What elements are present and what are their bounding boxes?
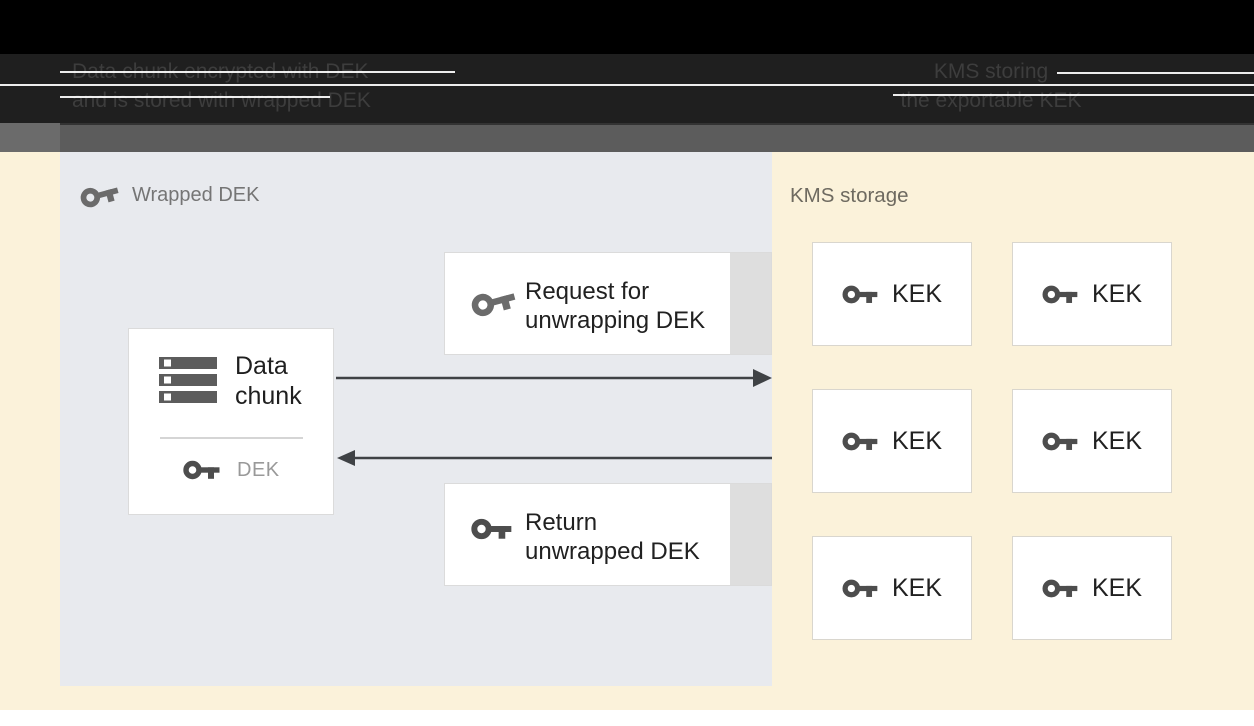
return-label-line2: unwrapped DEK [525,538,700,565]
kek-box: KEK [1012,536,1172,640]
artifact-line [893,94,1254,96]
key-icon [842,285,878,303]
request-arrow [336,369,772,387]
request-unwrap-box: Request for unwrapping DEK [444,252,772,355]
data-chunk-label-line1: Data [235,352,288,380]
wrapped-dek-panel: Wrapped DEK Data chunk [60,152,772,686]
kek-label: KEK [891,279,943,308]
return-label: Return unwrapped DEK [525,508,700,566]
wrapped-dek-header: Wrapped DEK [80,180,259,210]
kek-box: KEK [812,242,972,346]
gray-band-edge [60,123,1254,125]
bottom-white-band [0,710,1254,726]
caption-left-line2: and is stored with wrapped DEK [72,89,371,112]
artifact-line [1057,72,1254,74]
storage-stack-icon [159,357,217,403]
kek-label: KEK [891,426,943,455]
kek-label: KEK [891,573,943,602]
caption-right-line1: KMS storing [933,60,1049,83]
caption-left: Data chunk encrypted with DEK and is sto… [72,57,371,115]
caption-right: KMS storing the exportable KEK [860,57,1122,115]
return-arrow [337,450,772,466]
key-icon [842,579,878,597]
gray-divider-band-left [0,123,60,152]
key-icon [1042,285,1078,303]
key-icon [1042,432,1078,450]
kek-label: KEK [1091,279,1143,308]
key-icon [1042,579,1078,597]
request-label-line2: unwrapping DEK [525,307,706,334]
key-icon [183,460,220,480]
key-icon [842,432,878,450]
return-label-line1: Return [525,509,598,536]
data-chunk-label: Data chunk [235,351,302,411]
kek-label: KEK [1091,573,1143,602]
artifact-line [60,71,455,73]
dek-divider [160,437,303,439]
box-side-tab [730,484,771,585]
key-icon [471,293,516,317]
kek-box: KEK [1012,389,1172,493]
kek-label: KEK [1091,426,1143,455]
data-chunk-box: Data chunk DEK [128,328,334,515]
kek-box: KEK [812,389,972,493]
top-black-band [0,0,1254,54]
caption-band: Data chunk encrypted with DEK and is sto… [0,54,1254,123]
kms-storage-title: KMS storage [790,184,909,207]
kek-grid: KEK KEK KEK [812,242,1172,640]
key-icon [471,518,512,540]
dek-row: DEK [183,457,280,483]
dek-label: DEK [237,458,280,481]
key-icon [80,187,119,208]
artifact-line [60,96,330,98]
panel-title: Wrapped DEK [132,183,260,206]
request-label: Request for unwrapping DEK [525,277,705,335]
gray-divider-band [0,123,1254,152]
request-label-line1: Request for [525,278,650,305]
kek-box: KEK [1012,242,1172,346]
kek-box: KEK [812,536,972,640]
box-side-tab [730,253,771,354]
artifact-line [0,84,1254,86]
return-unwrap-box: Return unwrapped DEK [444,483,772,586]
data-chunk-label-line2: chunk [235,382,302,410]
caption-right-line2: the exportable KEK [900,89,1082,112]
